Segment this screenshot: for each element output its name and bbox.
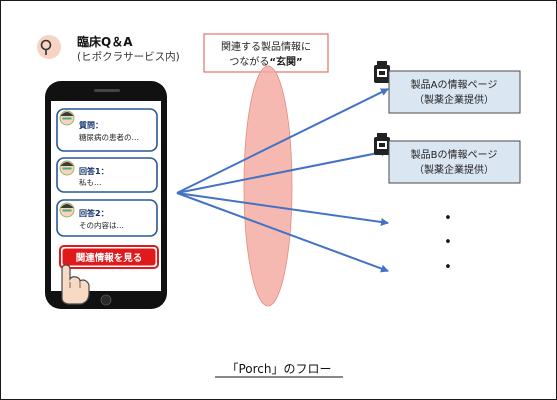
svg-text:•: • [444, 235, 452, 250]
product-a-box: 製品Aの情報ページ （製薬企業提供） [388, 70, 521, 114]
product-a-title: 製品Aの情報ページ [411, 78, 498, 91]
product-b-box: 製品Bの情報ページ （製薬企業提供） [388, 140, 521, 184]
answer2-heading: 回答2： [79, 208, 109, 218]
answer-card-1: 回答1： 私も… [56, 157, 158, 193]
gateway-line1: 関連する製品情報に [221, 40, 311, 53]
product-b-title: 製品Bの情報ページ [411, 148, 498, 161]
doctor-avatar-icon [59, 160, 75, 176]
answer-card-2: 回答2： その内容は… [56, 199, 158, 237]
question-card: 質問： 糖尿病の患者の… [56, 108, 158, 152]
answer2-text: その内容は… [79, 220, 124, 230]
doctor-avatar-icon [59, 202, 75, 218]
answer1-text: 私も… [79, 178, 102, 187]
svg-text:•: • [444, 260, 452, 275]
app-title: 臨床Q＆A [77, 34, 133, 49]
svg-text:•: • [444, 211, 452, 226]
product-b-provider: （製薬企業提供） [414, 163, 494, 176]
app-icon [37, 35, 61, 59]
related-info-label: 関連情報を見る [76, 252, 143, 264]
arrow-to-product-b [176, 148, 389, 194]
answer1-heading: 回答1： [79, 166, 109, 176]
medicine-bottle-icon [374, 133, 390, 155]
gateway-line2: つながる“玄関” [229, 55, 302, 68]
pointer-hand-icon [61, 264, 90, 305]
flow-caption: 「Porch」のフロー [226, 362, 331, 376]
question-text: 糖尿病の患者の… [79, 132, 139, 142]
arrow-to-product-4 [176, 192, 389, 273]
porch-lens [243, 65, 293, 307]
medicine-bottle-icon [374, 61, 390, 83]
more-products-indicator: • • • [444, 211, 452, 275]
related-info-button[interactable]: 関連情報を見る [59, 245, 159, 269]
flow-arrows [176, 88, 389, 273]
product-a-provider: （製薬企業提供） [414, 93, 494, 106]
arrow-to-product-3 [176, 192, 389, 226]
arrow-to-product-a [176, 88, 389, 194]
question-heading: 質問： [79, 120, 103, 130]
phone-speaker [94, 89, 120, 92]
phone-home-button [100, 294, 112, 306]
doctor-avatar-icon [59, 110, 75, 126]
app-subtitle: (ヒポクラサービス内) [77, 50, 180, 63]
gateway-callout: 関連する製品情報に つながる“玄関” [203, 33, 329, 73]
